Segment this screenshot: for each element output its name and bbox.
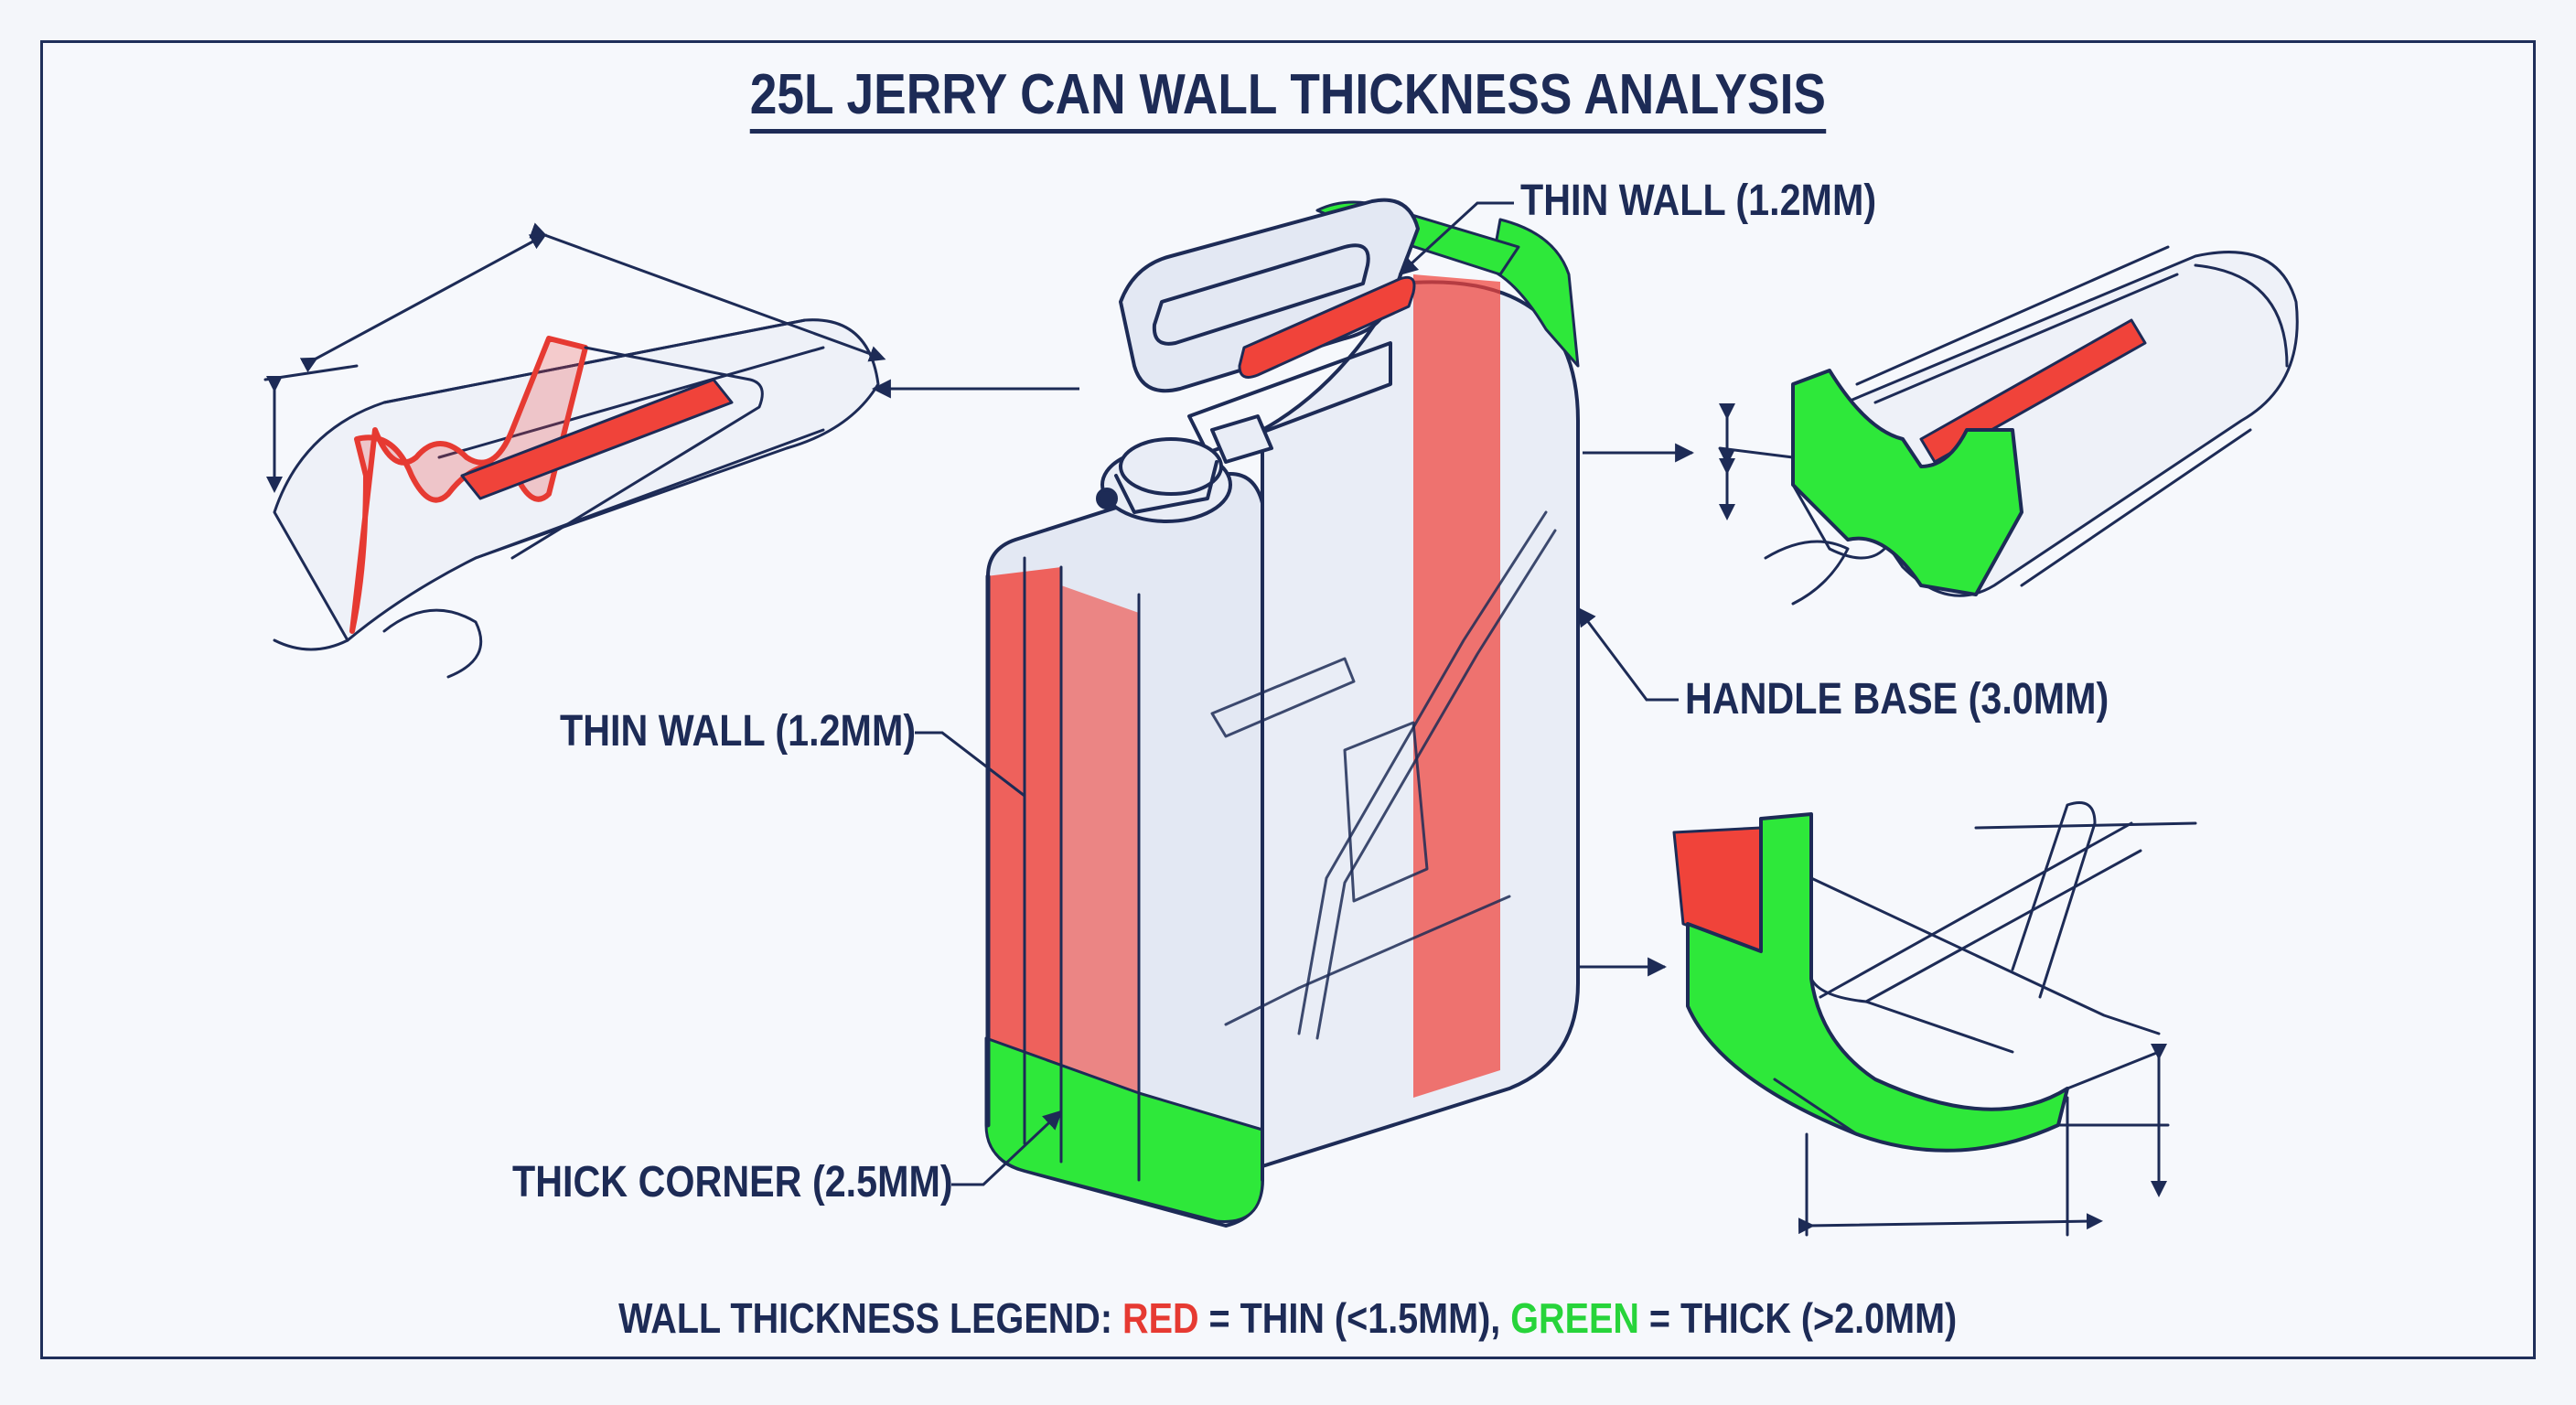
legend-prefix: WALL THICKNESS LEGEND: [618, 1294, 1123, 1342]
legend-red-word: RED [1122, 1294, 1199, 1342]
legend-green-word: GREEN [1510, 1294, 1640, 1342]
page-title: 25L JERRY CAN WALL THICKNESS ANALYSIS [0, 62, 2576, 134]
left-inner-red [1061, 585, 1139, 1107]
top-handles [1119, 198, 1420, 455]
corner-detail [1672, 801, 2197, 1237]
leader-top-thin-wall [1398, 201, 1514, 276]
bottom-thick-corner-green [984, 1036, 1264, 1223]
legend: WALL THICKNESS LEGEND: RED = THIN (<1.5M… [0, 1293, 2576, 1343]
handle-detail-left [263, 222, 886, 679]
x-embossing [1210, 510, 1557, 1040]
top-handle-thin-red [1238, 275, 1416, 379]
leader-lines [871, 201, 1695, 1186]
callout-top-thin-wall: THIN WALL (1.2MM) [1520, 177, 1877, 225]
callout-thick-corner: THICK CORNER (2.5MM) [512, 1158, 953, 1207]
legend-red-desc: = THIN (<1.5MM), [1198, 1294, 1511, 1342]
legend-green-desc: = THICK (>2.0MM) [1639, 1294, 1958, 1342]
spout-cap [1096, 414, 1273, 523]
leader-thick-corner [951, 1110, 1063, 1186]
handle-detail-right [1718, 245, 2299, 606]
detail-right-green-base [1791, 369, 2023, 596]
detail-right-red-bar [1919, 318, 2147, 464]
leader-side-thin-wall [915, 731, 1025, 798]
detail-left-red-bar [460, 378, 734, 500]
callout-side-thin-wall: THIN WALL (1.2MM) [560, 707, 917, 756]
leader-handle-base [1576, 606, 1679, 702]
callout-handle-base: HANDLE BASE (3.0MM) [1685, 675, 2109, 724]
main-jerry-can [984, 198, 1580, 1228]
side-thin-wall-red [1413, 274, 1500, 1098]
